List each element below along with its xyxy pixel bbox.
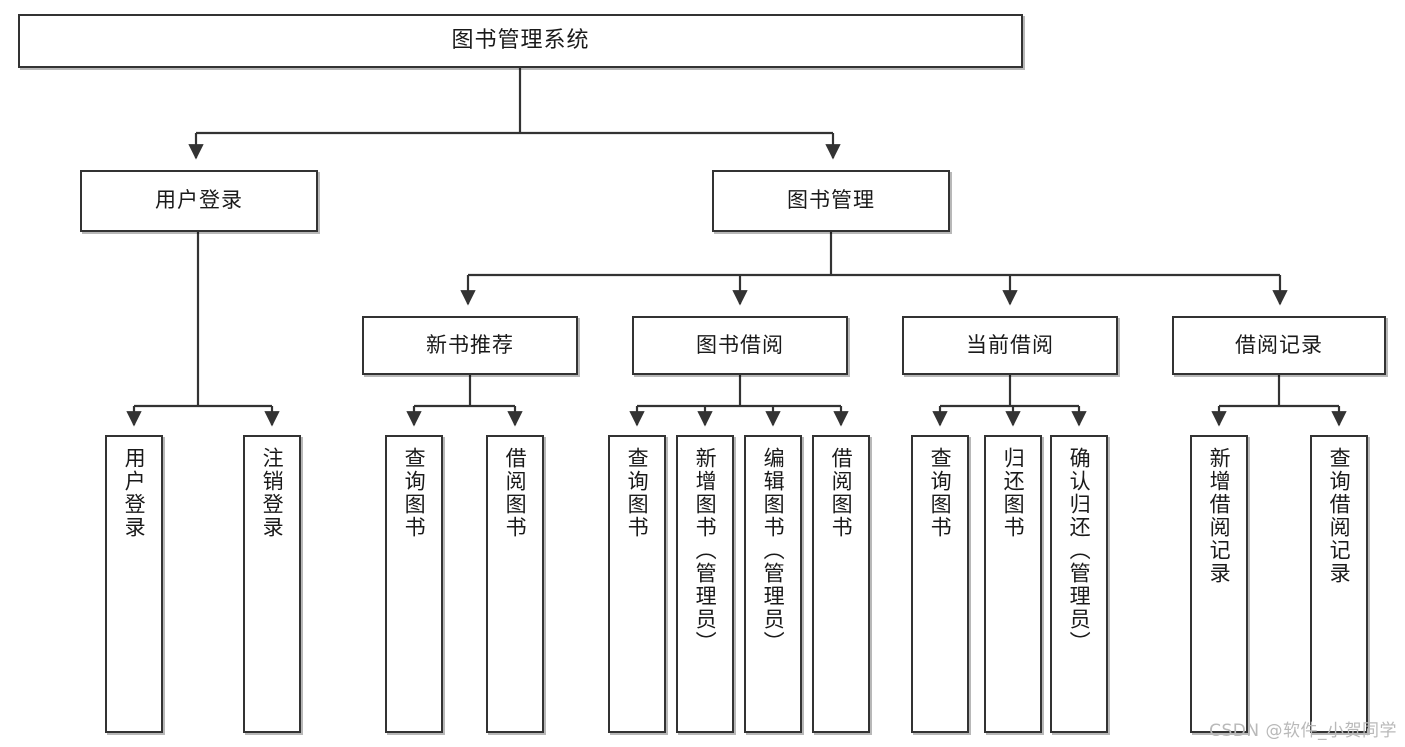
leaf-query-book-current[interactable]: 查询图书 [911,435,969,733]
node-book-borrow[interactable]: 图书借阅 [632,316,848,375]
leaf-borrow-book-recommend-label: 借阅图书 [503,447,528,539]
node-borrow-records[interactable]: 借阅记录 [1172,316,1386,375]
node-root-label: 图书管理系统 [451,27,590,53]
leaf-query-book-current-label: 查询图书 [928,447,953,539]
node-new-book-recommend-label: 新书推荐 [426,332,514,357]
node-book-management[interactable]: 图书管理 [712,170,950,232]
leaf-logout-label: 注销登录 [260,447,285,539]
node-book-borrow-label: 图书借阅 [696,332,784,357]
leaf-borrow-book-label: 借阅图书 [829,447,854,539]
leaf-query-book-recommend-label: 查询图书 [402,447,427,539]
watermark: CSDN @软件_小贺同学 [1209,721,1397,741]
leaf-borrow-book-recommend[interactable]: 借阅图书 [486,435,544,733]
leaf-query-borrow-record-label: 查询借阅记录 [1327,447,1352,585]
node-new-book-recommend[interactable]: 新书推荐 [362,316,578,375]
node-root[interactable]: 图书管理系统 [18,14,1023,68]
leaf-edit-book-admin[interactable]: 编辑图书（管理员） [744,435,802,733]
node-user-login[interactable]: 用户登录 [80,170,318,232]
leaf-confirm-return-admin-label: 确认归还（管理员） [1067,447,1092,654]
node-book-management-label: 图书管理 [787,188,875,213]
leaf-add-borrow-record[interactable]: 新增借阅记录 [1190,435,1248,733]
leaf-add-book-admin-label: 新增图书（管理员） [693,447,718,654]
node-current-borrow-label: 当前借阅 [966,332,1054,357]
leaf-add-book-admin[interactable]: 新增图书（管理员） [676,435,734,733]
node-borrow-records-label: 借阅记录 [1235,332,1323,357]
leaf-borrow-book[interactable]: 借阅图书 [812,435,870,733]
leaf-add-borrow-record-label: 新增借阅记录 [1207,447,1232,585]
node-user-login-label: 用户登录 [155,188,243,213]
node-current-borrow[interactable]: 当前借阅 [902,316,1118,375]
leaf-query-book-borrow[interactable]: 查询图书 [608,435,666,733]
leaf-user-login[interactable]: 用户登录 [105,435,163,733]
leaf-logout[interactable]: 注销登录 [243,435,301,733]
leaf-edit-book-admin-label: 编辑图书（管理员） [761,447,786,654]
leaf-query-book-borrow-label: 查询图书 [625,447,650,539]
leaf-confirm-return-admin[interactable]: 确认归还（管理员） [1050,435,1108,733]
leaf-query-book-recommend[interactable]: 查询图书 [385,435,443,733]
leaf-user-login-label: 用户登录 [122,447,147,539]
leaf-query-borrow-record[interactable]: 查询借阅记录 [1310,435,1368,733]
leaf-return-book-label: 归还图书 [1001,447,1026,539]
leaf-return-book[interactable]: 归还图书 [984,435,1042,733]
